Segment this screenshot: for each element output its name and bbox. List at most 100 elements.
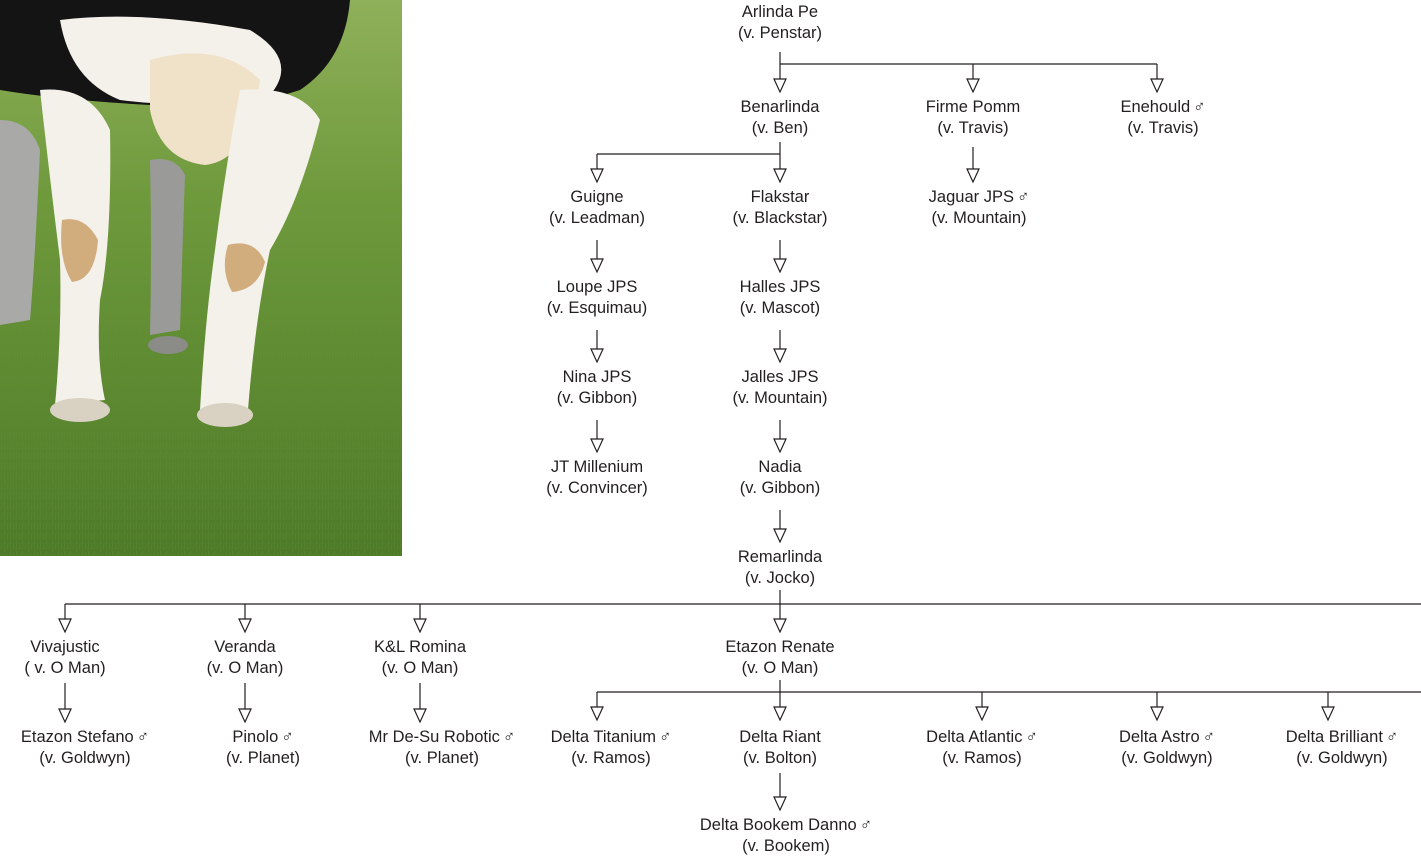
animal-name-text: Enehould: [1120, 98, 1191, 116]
pedigree-node: Nadia(v. Gibbon): [740, 457, 820, 499]
animal-name-text: Veranda: [214, 638, 276, 656]
animal-name-text: Flakstar: [750, 188, 810, 206]
male-symbol-icon: ♂: [281, 728, 294, 746]
sire-label: (v. Blackstar): [732, 209, 828, 227]
animal-name: Etazon Renate: [725, 637, 834, 658]
animal-name: Guigne: [549, 187, 645, 208]
animal-name: Jalles JPS: [732, 367, 827, 388]
male-symbol-icon: ♂: [1025, 728, 1038, 746]
animal-name-text: Vivajustic: [30, 638, 100, 656]
pedigree-node: Enehould♂(v. Travis): [1120, 97, 1205, 139]
sire-label: (v. Jocko): [744, 569, 816, 587]
arrowhead-icon: [590, 168, 604, 184]
sire-label: (v. Bolton): [743, 749, 817, 767]
sire-label: (v. Mascot): [739, 299, 821, 317]
animal-name-text: Delta Titanium: [550, 728, 657, 746]
animal-name: Halles JPS: [740, 277, 821, 298]
arrowhead-icon: [1150, 706, 1164, 722]
animal-name-text: Jalles JPS: [741, 368, 819, 386]
animal-name-text: Nina JPS: [562, 368, 632, 386]
arrowhead-icon: [413, 708, 427, 724]
arrowhead-icon: [773, 168, 787, 184]
arrowhead-icon: [238, 618, 252, 634]
animal-name-text: Arlinda Pe: [741, 3, 819, 21]
pedigree-node: Delta Astro♂(v. Goldwyn): [1119, 727, 1215, 769]
male-symbol-icon: ♂: [502, 728, 516, 746]
pedigree-node: Flakstar (v. Blackstar): [732, 187, 827, 229]
animal-name: Nadia: [740, 457, 820, 478]
pedigree-node: JT Millenium(v. Convincer): [546, 457, 647, 499]
arrowhead-icon: [590, 706, 604, 722]
arrowhead-icon: [773, 348, 787, 364]
pedigree-node: Arlinda Pe (v. Penstar): [738, 2, 822, 44]
sire-label: (v. Goldwyn): [39, 749, 131, 767]
animal-name: Loupe JPS: [547, 277, 648, 298]
animal-name-text: Delta Bookem Danno: [699, 816, 857, 834]
sire-label: (v. Planet): [226, 749, 300, 767]
pedigree-node: Delta Bookem Danno♂(v. Bookem): [700, 815, 872, 857]
animal-name-text: Nadia: [758, 458, 802, 476]
pedigree-node: Pinolo♂ (v. Planet): [226, 727, 300, 769]
sire-label: (v. Planet): [405, 749, 479, 767]
animal-name-text: Jaguar JPS: [928, 188, 1014, 206]
animal-name: K&L Romina: [374, 637, 466, 658]
pedigree-node: Delta Titanium♂ (v. Ramos): [551, 727, 672, 769]
animal-name-text: Halles JPS: [739, 278, 821, 296]
animal-name: Delta Riant: [739, 727, 821, 748]
animal-name: Jaguar JPS♂: [929, 187, 1030, 208]
pedigree-node: Delta Riant (v. Bolton): [739, 727, 821, 769]
sire-label: (v. O Man): [381, 659, 459, 677]
animal-name-text: Loupe JPS: [556, 278, 638, 296]
arrowhead-icon: [773, 78, 787, 94]
animal-name: Vivajustic: [24, 637, 105, 658]
arrowhead-icon: [238, 708, 252, 724]
sire-label: (v. Ben): [751, 119, 809, 137]
pedigree-node: Benarlinda (v. Ben): [741, 97, 820, 139]
animal-name-text: Guigne: [570, 188, 624, 206]
pedigree-node: Guigne(v. Leadman): [549, 187, 645, 229]
animal-name-text: K&L Romina: [373, 638, 467, 656]
animal-name: Veranda: [207, 637, 284, 658]
arrowhead-icon: [1150, 78, 1164, 94]
arrowhead-icon: [773, 796, 787, 812]
sire-label: (v. Mountain): [931, 209, 1027, 227]
cow-photo-icon: [0, 0, 402, 556]
animal-name: Flakstar: [732, 187, 827, 208]
pedigree-node: Halles JPS (v. Mascot): [740, 277, 821, 319]
arrowhead-icon: [590, 258, 604, 274]
arrowhead-icon: [773, 438, 787, 454]
animal-name: Delta Bookem Danno♂: [700, 815, 872, 836]
arrowhead-icon: [975, 706, 989, 722]
animal-name: Mr De-Su Robotic♂: [369, 727, 516, 748]
animal-name: Nina JPS: [557, 367, 637, 388]
arrowhead-icon: [590, 348, 604, 364]
sire-label: ( v. O Man): [24, 659, 106, 677]
sire-label: (v. Ramos): [571, 749, 651, 767]
sire-label: (v. O Man): [741, 659, 819, 677]
arrowhead-icon: [966, 78, 980, 94]
animal-name-text: Remarlinda: [737, 548, 823, 566]
male-symbol-icon: ♂: [1385, 728, 1399, 746]
animal-name-text: Pinolo: [232, 728, 279, 746]
pedigree-node: Nina JPS(v. Gibbon): [557, 367, 637, 409]
sire-label: (v. Convincer): [546, 479, 648, 497]
animal-name: Arlinda Pe: [738, 2, 822, 23]
animal-name-text: Delta Riant: [739, 728, 821, 746]
animal-name-text: Benarlinda: [740, 98, 820, 116]
arrowhead-icon: [590, 438, 604, 454]
sire-label: (v. O Man): [206, 659, 284, 677]
pedigree-node: Etazon Stefano♂(v. Goldwyn): [21, 727, 149, 769]
animal-name: Etazon Stefano♂: [21, 727, 149, 748]
male-symbol-icon: ♂: [659, 728, 672, 746]
pedigree-node: Mr De-Su Robotic♂(v. Planet): [369, 727, 516, 769]
male-symbol-icon: ♂: [136, 728, 150, 746]
arrowhead-icon: [773, 258, 787, 274]
male-symbol-icon: ♂: [1202, 728, 1216, 746]
animal-name: Delta Brilliant♂: [1286, 727, 1399, 748]
sire-label: (v. Mountain): [732, 389, 828, 407]
sire-label: (v. Esquimau): [546, 299, 648, 317]
pedigree-node: Veranda (v. O Man): [207, 637, 284, 679]
sire-label: (v. Travis): [1127, 119, 1199, 137]
sire-label: (v. Penstar): [737, 24, 823, 42]
